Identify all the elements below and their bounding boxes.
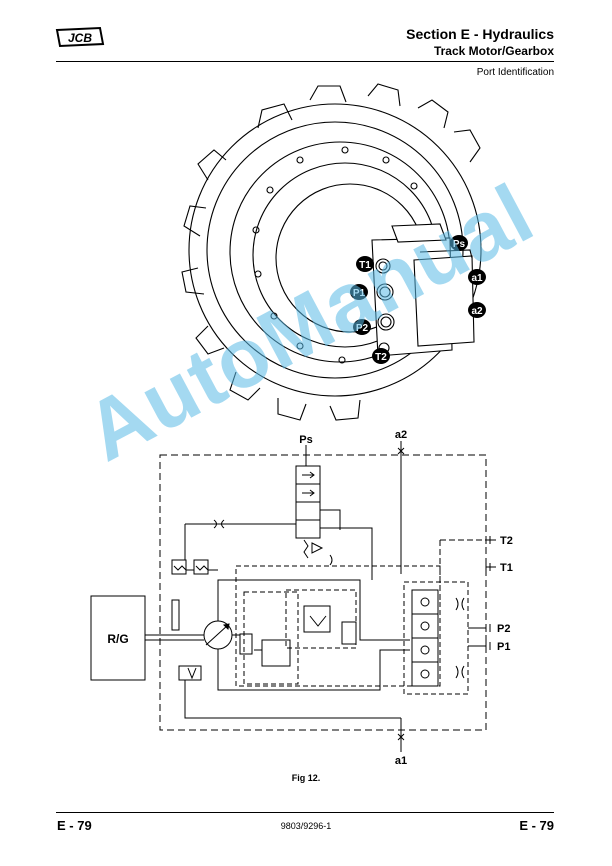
footer-rule	[56, 812, 554, 813]
svg-text:JCB: JCB	[68, 31, 92, 45]
label-p1: P1	[497, 641, 510, 653]
label-t1: T1	[500, 562, 513, 574]
label-a2: a2	[395, 429, 407, 441]
svg-text:Ps: Ps	[453, 239, 466, 250]
port-tag-t1: T1	[356, 256, 374, 272]
svg-text:a2: a2	[471, 306, 483, 317]
port-tag-t2: T2	[372, 348, 390, 364]
port-tag-p1: P1	[350, 284, 368, 300]
svg-text:T1: T1	[359, 260, 371, 271]
track-motor-figure: Ps T1 a1 P1 a2 P2 T2	[90, 83, 513, 767]
port-tag-a2: a2	[468, 302, 486, 318]
label-p2: P2	[497, 623, 510, 635]
valve-block	[371, 223, 475, 357]
port-tag-ps: Ps	[450, 235, 468, 251]
label-a1: a1	[395, 755, 407, 767]
port-tag-a1: a1	[468, 269, 486, 285]
page-number-left: E - 79	[57, 818, 92, 833]
page-topic: Port Identification	[476, 67, 554, 78]
port-tag-p2: P2	[353, 319, 371, 335]
page-number-right: E - 79	[519, 818, 554, 833]
label-t2: T2	[500, 535, 513, 547]
svg-text:P2: P2	[356, 323, 369, 334]
svg-text:a1: a1	[471, 273, 483, 284]
section-subtitle: Track Motor/Gearbox	[433, 44, 554, 58]
label-rg: R/G	[107, 632, 128, 646]
header-rule	[56, 61, 554, 62]
section-title: Section E - Hydraulics	[406, 26, 554, 42]
svg-text:T2: T2	[375, 352, 387, 363]
svg-text:P1: P1	[353, 288, 366, 299]
figure-caption: Fig 12.	[291, 773, 321, 783]
jcb-logo: JCB	[55, 26, 105, 48]
hydraulic-schematic	[90, 441, 496, 752]
document-number: 9803/9296-1	[280, 821, 332, 831]
label-ps: Ps	[299, 434, 312, 446]
